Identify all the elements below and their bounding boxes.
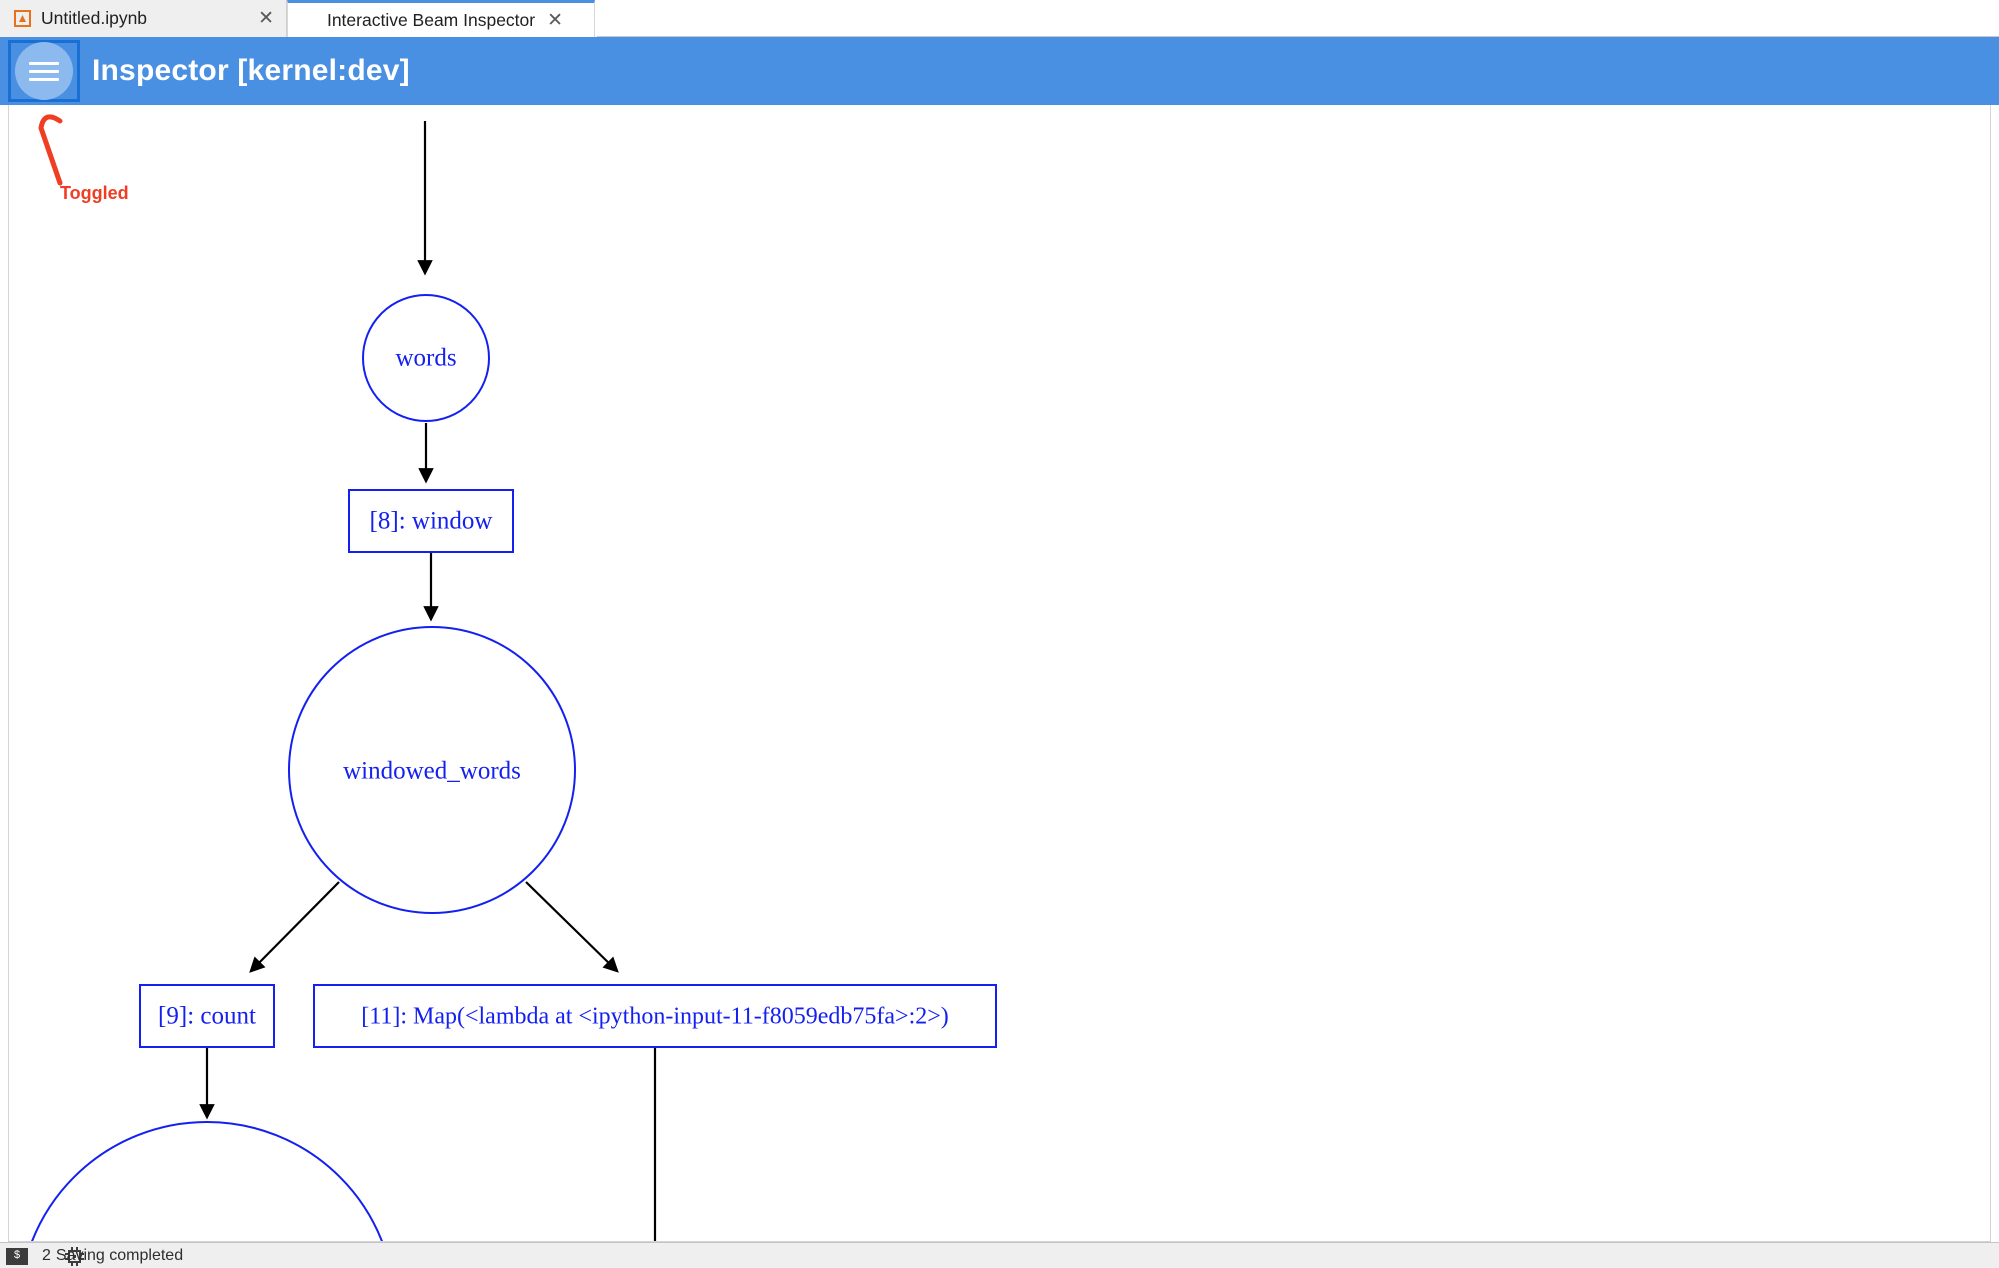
- close-icon[interactable]: ✕: [258, 8, 274, 29]
- tab-bar-empty-area: [597, 0, 1999, 37]
- tab-untitled-ipynb[interactable]: Untitled.ipynb ✕: [0, 0, 287, 37]
- status-bar-left: $ 2: [6, 1243, 84, 1268]
- node-count-label: [9]: count: [158, 1003, 256, 1030]
- tab-strip: Untitled.ipynb ✕ Interactive Beam Inspec…: [0, 0, 595, 37]
- node-count[interactable]: [139, 984, 275, 1048]
- cpu-chip-icon[interactable]: [64, 1246, 84, 1266]
- status-kernel-count: 2: [42, 1247, 51, 1264]
- node-map-label: [11]: Map(<lambda at <ipython-input-11-f…: [361, 1004, 949, 1030]
- tab-bar: Untitled.ipynb ✕ Interactive Beam Inspec…: [0, 0, 1999, 38]
- inspector-header: Inspector [kernel:dev]: [0, 37, 1999, 105]
- tab-label: Untitled.ipynb: [41, 8, 148, 28]
- notebook-icon: [14, 10, 31, 27]
- tab-label: Interactive Beam Inspector: [326, 9, 536, 30]
- menu-button-highlight: [15, 42, 73, 100]
- hamburger-menu-button[interactable]: [8, 40, 80, 102]
- node-words[interactable]: [362, 294, 490, 422]
- inspector-graph-panel[interactable]: words [8]: window windowed_words [9]: co…: [8, 105, 1991, 1242]
- node-windowed-word-counts[interactable]: [19, 1121, 395, 1242]
- close-icon[interactable]: ✕: [547, 9, 564, 31]
- edge-windowed-words-to-count: [249, 881, 340, 973]
- annotation-label: Toggled: [60, 183, 129, 203]
- node-window[interactable]: [348, 489, 514, 553]
- node-window-label: [8]: window: [370, 508, 493, 535]
- terminal-icon[interactable]: $: [6, 1247, 28, 1265]
- status-message: Saving completed: [55, 1247, 184, 1264]
- page-title: Inspector [kernel:dev]: [92, 54, 410, 87]
- node-windowed-words-label: windowed_words: [343, 758, 521, 785]
- status-bar-center: Saving completed: [0, 1243, 1999, 1268]
- edge-windowed-words-to-map: [525, 881, 619, 973]
- status-bar: $ 2 Saving completed: [0, 1242, 1999, 1268]
- node-map[interactable]: [313, 984, 997, 1048]
- pipeline-graph: words [8]: window windowed_words [9]: co…: [19, 121, 997, 1242]
- node-words-label: words: [395, 345, 456, 372]
- node-windowed-words[interactable]: [288, 626, 576, 914]
- tab-interactive-beam-inspector[interactable]: Interactive Beam Inspector ✕: [287, 0, 595, 37]
- hamburger-menu-icon: [29, 57, 59, 86]
